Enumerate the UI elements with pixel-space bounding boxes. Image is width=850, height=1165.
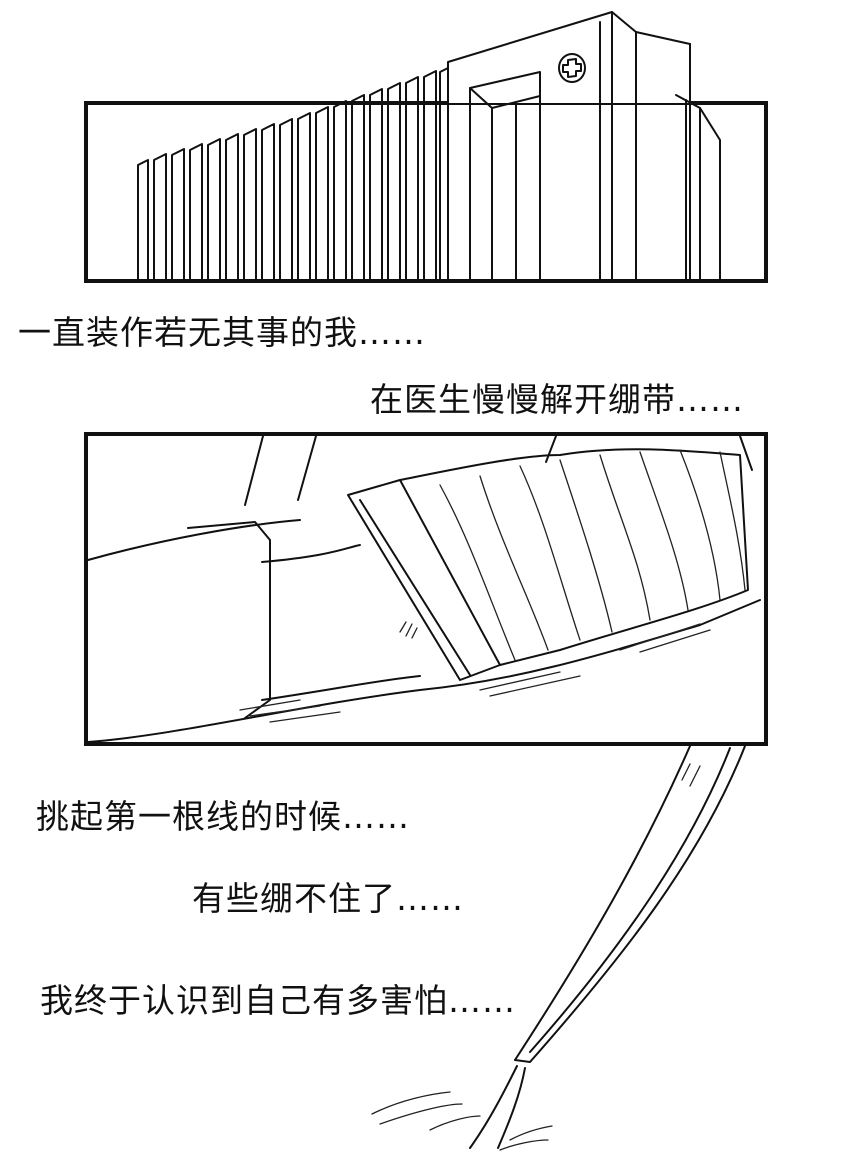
hospital-cross-icon xyxy=(558,53,586,83)
panel-bandaged-arm xyxy=(84,432,768,746)
panel-hospital xyxy=(84,11,768,283)
hospital-building xyxy=(137,11,721,282)
caption-line-3: 挑起第一根线的时候…… xyxy=(36,797,410,836)
bandaged-arm-drawing xyxy=(87,435,761,743)
caption-line-2: 在医生慢慢解开绷带…… xyxy=(370,380,744,419)
tweezers-drawing xyxy=(371,745,746,1151)
caption-line-1: 一直装作若无其事的我…… xyxy=(18,313,426,352)
caption-line-5: 我终于认识到自己有多害怕…… xyxy=(40,981,516,1020)
panel-frame-middle xyxy=(84,432,768,746)
panel-frame-top xyxy=(84,101,768,283)
caption-line-4: 有些绷不住了…… xyxy=(192,879,464,918)
